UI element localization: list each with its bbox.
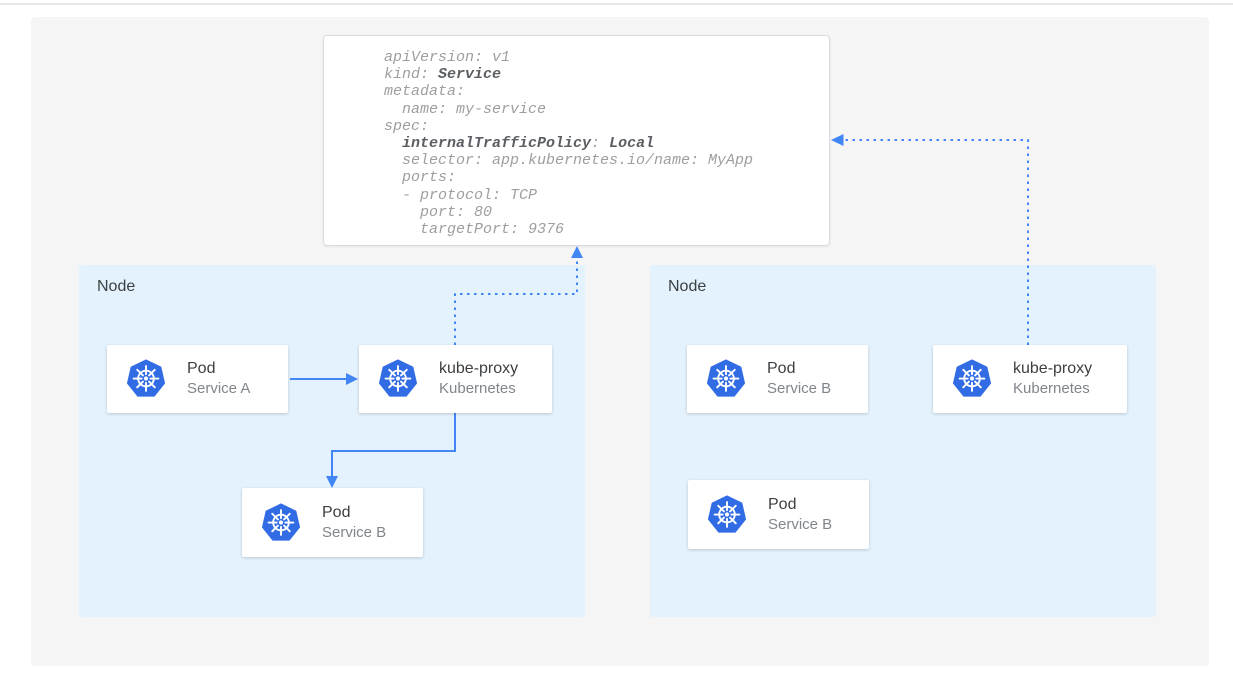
card-subtitle: Service A xyxy=(187,380,251,397)
kubernetes-logo-icon xyxy=(706,494,748,536)
yaml-line: ports: xyxy=(384,169,457,187)
card-subtitle: Service B xyxy=(767,380,832,397)
kubernetes-logo-icon xyxy=(260,502,302,544)
kube-proxy-right-card: kube-proxy Kubernetes xyxy=(933,345,1127,413)
node-right-label: Node xyxy=(668,278,707,295)
pod-service-b-right-top-card: Pod Service B xyxy=(687,345,868,413)
card-subtitle: Kubernetes xyxy=(1013,380,1090,397)
card-title: Pod xyxy=(768,495,797,513)
pod-service-b-left-card: Pod Service B xyxy=(242,488,423,557)
card-title: kube-proxy xyxy=(439,360,519,377)
node-left: Node xyxy=(79,265,585,617)
yaml-line: name: my-service xyxy=(384,100,547,118)
yaml-line: selector: app.kubernetes.io/name: MyApp xyxy=(384,152,754,170)
node-left-label: Node xyxy=(97,278,136,295)
node-right: Node xyxy=(650,265,1156,617)
yaml-line: internalTrafficPolicy: Local xyxy=(402,135,655,153)
card-title: Pod xyxy=(187,360,216,377)
arrowhead-right-kube-proxy-to-service xyxy=(831,134,844,146)
page-top-divider xyxy=(0,3,1233,5)
kubernetes-logo-icon xyxy=(125,358,167,400)
yaml-line: port: 80 xyxy=(384,203,493,221)
yaml-line: apiVersion: v1 xyxy=(384,49,511,66)
card-title: Pod xyxy=(322,503,351,521)
kubernetes-logo-icon xyxy=(377,358,419,400)
card-subtitle: Service B xyxy=(322,523,387,541)
kubernetes-logo-icon xyxy=(951,358,993,400)
yaml-line: - protocol: TCP xyxy=(384,186,538,204)
kube-proxy-left-card: kube-proxy Kubernetes xyxy=(359,345,552,413)
card-title: Pod xyxy=(767,360,796,377)
arrowhead-left-kube-proxy-to-service xyxy=(571,246,583,258)
yaml-line: spec: xyxy=(384,117,430,135)
yaml-line: kind: Service xyxy=(384,66,502,84)
kubernetes-logo-icon xyxy=(705,358,747,400)
pod-service-b-right-bottom-card: Pod Service B xyxy=(688,480,869,549)
pod-service-a-card: Pod Service A xyxy=(107,345,288,413)
yaml-line: metadata: xyxy=(384,83,466,101)
card-subtitle: Kubernetes xyxy=(439,380,516,397)
card-title: kube-proxy xyxy=(1013,360,1093,377)
card-subtitle: Service B xyxy=(768,515,833,533)
yaml-line: targetPort: 9376 xyxy=(384,221,565,239)
